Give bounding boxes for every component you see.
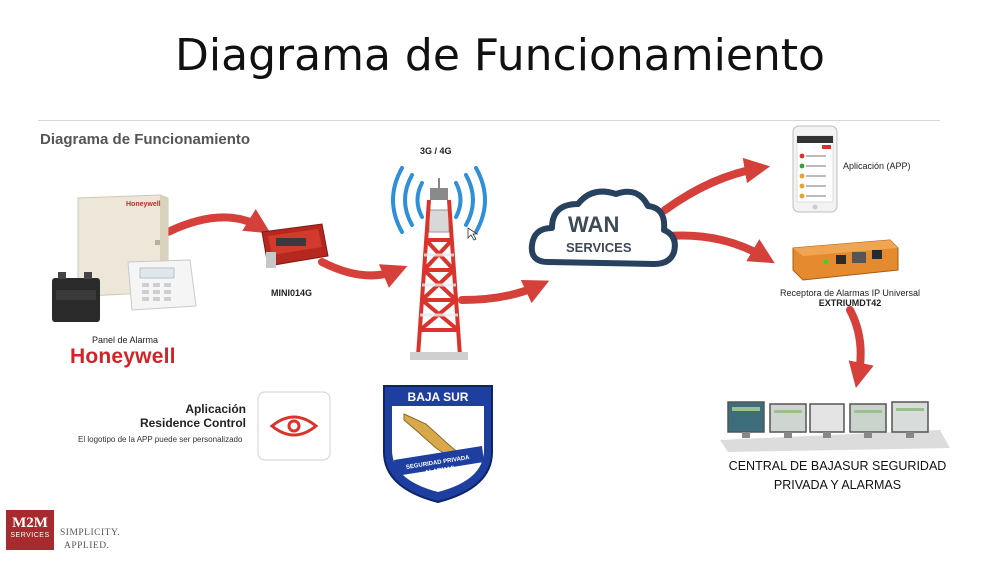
residence-title-line2: Residence Control [139, 416, 246, 430]
residence-app-icon [257, 391, 331, 461]
residence-note: El logotipo de la APP puede ser personal… [78, 435, 243, 444]
arrow-wan-to-app [661, 157, 771, 214]
arrow-tower-to-wan [458, 279, 550, 304]
arrow-wan-to-receiver [664, 231, 775, 264]
smartphone-icon [792, 125, 838, 213]
bajasur-badge-logo: BAJA SUR SEGURIDAD PRIVADA ALARMAS [383, 385, 493, 504]
panel-caption: Panel de Alarma [92, 335, 159, 345]
tagline-line1: SIMPLICITY. [60, 528, 120, 538]
wan-label-line2: SERVICES [566, 240, 632, 255]
cell-tower-icon [391, 166, 487, 360]
central-caption-line1: CENTRAL DE BAJASUR SEGURIDAD [728, 459, 947, 473]
panel-box-brand: Honeywell [126, 201, 161, 208]
alarm-panel-icon: Honeywell [52, 194, 197, 322]
central-caption: CENTRAL DE BAJASUR SEGURIDAD PRIVADA Y A… [705, 457, 970, 495]
mini-module-icon [261, 223, 329, 268]
central-caption-line2: PRIVADA Y ALARMAS [773, 478, 902, 492]
residence-title-line1: Aplicación [185, 402, 246, 416]
arrow-panel-to-module [164, 209, 271, 236]
receiver-icon [792, 239, 899, 281]
arrow-receiver-to-central [846, 306, 874, 389]
receiver-label-line1: Receptora de Alarmas IP Universal [780, 288, 920, 298]
arrow-module-to-tower [318, 258, 408, 288]
diagram-subtitle: Diagrama de Funcionamiento [40, 131, 251, 148]
residence-title: Aplicación Residence Control [130, 402, 246, 430]
wan-label-line1: WAN [568, 212, 619, 237]
wan-cloud-icon: WAN SERVICES [528, 188, 678, 267]
receiver-label: Receptora de Alarmas IP Universal EXTRIU… [760, 288, 940, 308]
badge-band-line2: ALARMAS [425, 466, 456, 477]
app-label: Aplicación (APP) [843, 161, 911, 171]
monitoring-station-icon [720, 401, 950, 452]
honeywell-brand: Honeywell [70, 345, 176, 368]
m2m-logo-top: M2M [12, 515, 48, 531]
module-label: MINI014G [271, 288, 313, 298]
badge-top-text: BAJA SUR [408, 390, 469, 404]
tower-label: 3G / 4G [420, 146, 452, 156]
m2m-logo-bottom: SERVICES [10, 532, 50, 539]
tagline-line2: APPLIED. [64, 541, 110, 551]
slide-title: Diagrama de Funcionamiento [175, 30, 825, 81]
m2m-logo: M2M SERVICES [6, 510, 54, 550]
divider [38, 120, 940, 121]
receiver-label-line2: EXTRIUMDT42 [818, 298, 882, 308]
